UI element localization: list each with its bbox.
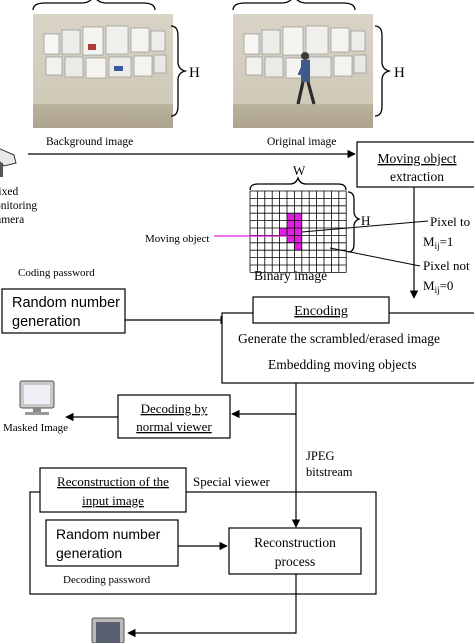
encoding-title: Encoding (294, 304, 348, 319)
special-viewer-box (29, 491, 377, 595)
moving-object-pixel (287, 213, 295, 221)
encoding-outer-box (221, 312, 474, 384)
moving-object-pixel (287, 228, 295, 236)
moving-object-pixel (294, 213, 302, 221)
extraction-label-line2: extraction (390, 169, 444, 184)
background-height-brace (170, 25, 188, 117)
extraction-label-line1: Moving object (377, 151, 456, 166)
moving-object-pixel (294, 242, 302, 251)
moving-object-label: Moving object (145, 233, 209, 245)
decoding-line2: normal viewer (136, 419, 212, 434)
original-image-photo (233, 14, 373, 128)
reconstruct-input-box (39, 467, 187, 513)
jpeg-line2: bitstream (306, 465, 353, 479)
pixel-to-pointer (301, 220, 429, 233)
binary-image-caption: Binary image (254, 268, 327, 283)
encoding-title-box (252, 296, 390, 324)
background-width-brace (32, 0, 156, 11)
grid-height-label: H (361, 213, 370, 228)
decoding-rng-line1: Random number (56, 526, 161, 542)
pixel-not-pointer (329, 247, 421, 267)
output-monitor-icon (91, 617, 125, 643)
reconstruct-input-line1: Reconstruction of the (57, 474, 169, 489)
moving-object-pixel (279, 228, 287, 236)
monitor-icon (19, 380, 55, 415)
background-height-label: H (189, 65, 200, 81)
decoding-line1: Decoding by (141, 401, 208, 416)
walking-person (296, 52, 316, 105)
masked-image-label: Masked Image (3, 422, 68, 434)
encoding-line2: Embedding moving objects (268, 357, 416, 372)
arrow-process-to-output (127, 574, 297, 638)
grid-width-brace (249, 175, 347, 191)
decoding-password-label: Decoding password (63, 574, 151, 586)
jpeg-line1: JPEG (306, 449, 334, 463)
special-viewer-label: Special viewer (193, 474, 271, 489)
reconstruction-process-box (228, 527, 362, 575)
moving-object-pixel (287, 235, 295, 243)
grid-width-label: W (293, 163, 306, 178)
pixel-not-equation: Mij=0 (423, 278, 453, 295)
reconstruct-input-line2: input image (82, 493, 144, 508)
reconstruction-process-line2: process (275, 554, 316, 569)
background-image-caption: Background image (46, 136, 133, 148)
camera-icon (0, 148, 17, 177)
original-height-brace (374, 25, 392, 117)
encoding-line1: Generate the scrambled/erased image (238, 331, 440, 346)
extraction-box (356, 141, 474, 188)
original-height-label: H (394, 65, 405, 81)
camera-label-line2: monitoring (0, 200, 37, 212)
pixel-to-label: Pixel to (430, 214, 470, 229)
coding-rng-line2: generation (12, 314, 81, 330)
camera-label-line3: camera (0, 214, 24, 226)
coding-password-label: Coding password (18, 267, 95, 279)
decoding-rng-box (45, 519, 179, 567)
pixel-not-label: Pixel not (423, 258, 470, 273)
moving-object-pixel (294, 228, 302, 236)
coding-rng-line1: Random number (12, 295, 120, 311)
coding-rng-box (1, 288, 126, 334)
moving-object-pixel (294, 220, 302, 228)
original-width-brace (232, 0, 356, 11)
pixel-to-equation: Mij=1 (423, 234, 453, 251)
original-image-caption: Original image (267, 136, 336, 148)
camera-label-line1: Fixed (0, 186, 18, 198)
decoding-rng-line2: generation (56, 545, 122, 561)
moving-object-pixel (294, 235, 302, 243)
background-image-photo (33, 14, 173, 128)
grid-height-brace (347, 191, 361, 253)
binary-image-grid (249, 190, 347, 273)
moving-object-pixel (287, 220, 295, 228)
reconstruction-process-line1: Reconstruction (254, 535, 336, 550)
